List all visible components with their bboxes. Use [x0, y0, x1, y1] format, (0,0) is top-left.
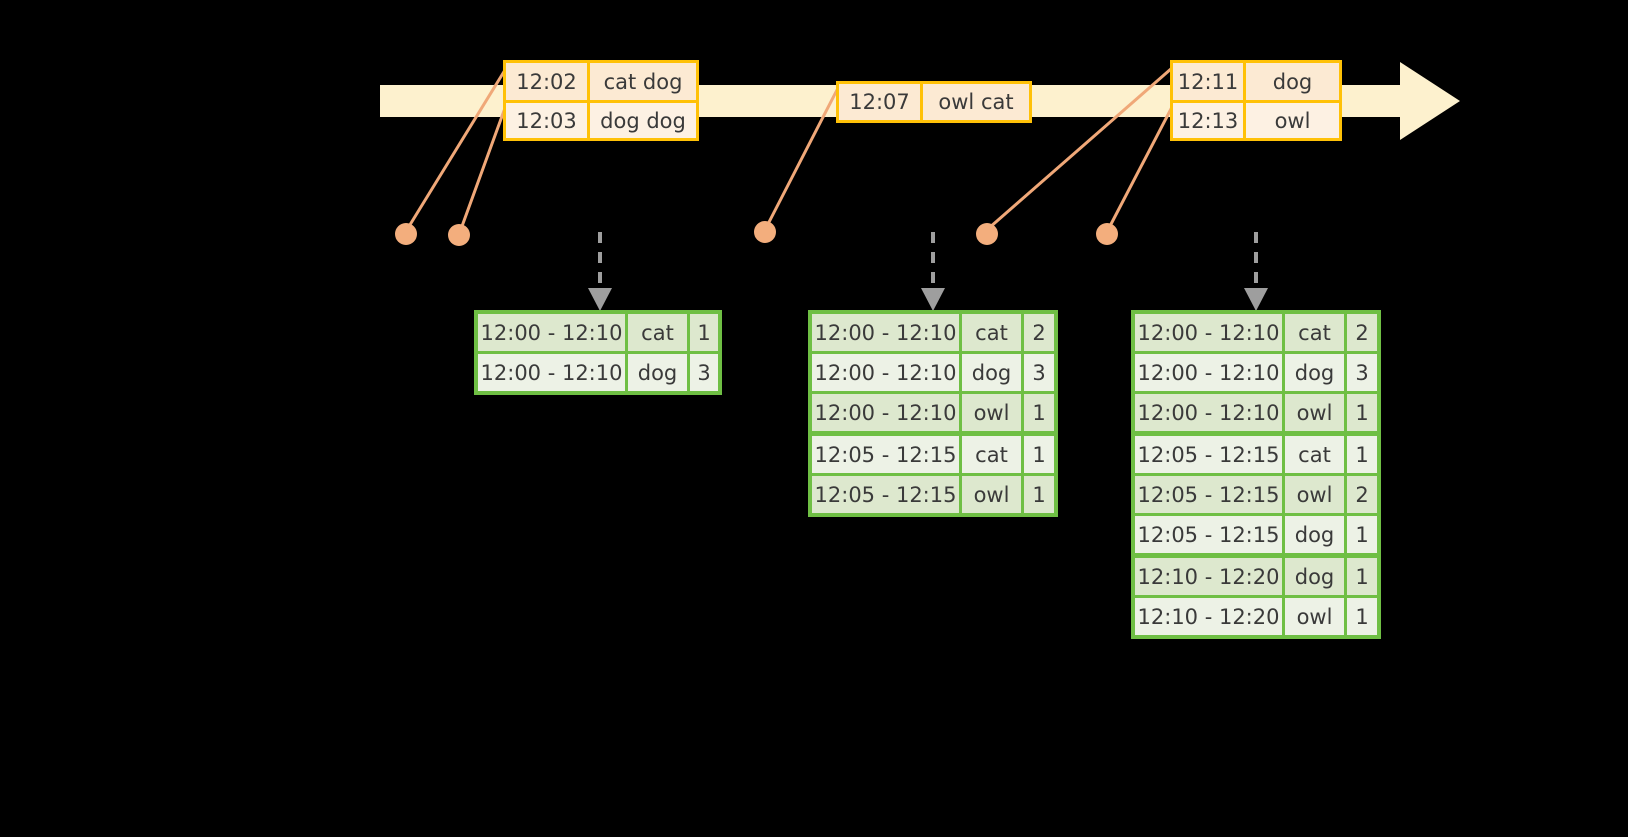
event-words: dog	[1272, 69, 1313, 94]
cell-count: 1	[1344, 436, 1377, 473]
cell-window: 12:05 - 12:15	[1135, 516, 1282, 553]
cell-count: 1	[1344, 598, 1377, 635]
event-box-group-1[interactable]: 12:02 cat dog 12:03 dog dog	[503, 60, 699, 141]
event-words: owl	[1274, 108, 1311, 133]
event-row[interactable]: 12:11 dog	[1173, 63, 1339, 101]
event-words: owl cat	[938, 90, 1014, 114]
event-box-group-2[interactable]: 12:07 owl cat	[836, 81, 1032, 123]
event-dot-1	[395, 223, 417, 245]
cell-window: 12:00 - 12:10	[812, 394, 959, 431]
event-row[interactable]: 12:07 owl cat	[839, 84, 1029, 120]
event-time: 12:11	[1173, 63, 1246, 101]
cell-count: 2	[1344, 314, 1377, 351]
cell-word: dog	[625, 354, 687, 391]
cell-window: 12:05 - 12:15	[812, 476, 959, 513]
connector-line-1	[406, 69, 507, 229]
connector-line-5	[1107, 106, 1174, 229]
cell-word: dog	[1282, 558, 1344, 595]
cell-window: 12:00 - 12:10	[478, 354, 625, 391]
event-box-group-3[interactable]: 12:11 dog 12:13 owl	[1170, 60, 1342, 141]
event-words: dog dog	[600, 108, 686, 133]
cell-window: 12:10 - 12:20	[1135, 598, 1282, 635]
flow-arrow-3	[1244, 232, 1268, 311]
cell-window: 12:00 - 12:10	[1135, 354, 1282, 391]
cell-word: cat	[1282, 436, 1344, 473]
cell-count: 3	[1344, 354, 1377, 391]
connector-line-2	[459, 107, 507, 230]
cell-count: 2	[1344, 476, 1377, 513]
cell-word: owl	[959, 476, 1021, 513]
flow-arrows	[588, 232, 1268, 311]
cell-count: 1	[687, 314, 718, 351]
cell-word: cat	[625, 314, 687, 351]
cell-window: 12:00 - 12:10	[812, 354, 959, 391]
cell-count: 1	[1344, 516, 1377, 553]
cell-window: 12:00 - 12:10	[1135, 314, 1282, 351]
cell-window: 12:10 - 12:20	[1135, 558, 1282, 595]
event-dot-3	[754, 221, 776, 243]
flow-arrow-2	[921, 232, 945, 311]
cell-word: cat	[959, 436, 1021, 473]
cell-word: owl	[1282, 598, 1344, 635]
cell-word: dog	[959, 354, 1021, 391]
event-dot-2	[448, 224, 470, 246]
cell-count: 1	[1021, 476, 1054, 513]
cell-word: owl	[959, 394, 1021, 431]
event-row[interactable]: 12:13 owl	[1173, 100, 1339, 138]
connector-line-3	[765, 87, 840, 227]
cell-count: 1	[1344, 394, 1377, 431]
cell-word: owl	[1282, 476, 1344, 513]
event-words: cat dog	[603, 69, 683, 94]
cell-count: 1	[1021, 436, 1054, 473]
event-time: 12:13	[1173, 103, 1246, 138]
event-time: 12:03	[506, 103, 590, 138]
cell-count: 1	[1021, 394, 1054, 431]
cell-count: 3	[1021, 354, 1054, 391]
cell-window: 12:00 - 12:10	[1135, 394, 1282, 431]
cell-count: 3	[687, 354, 718, 391]
cell-count: 1	[1344, 558, 1377, 595]
cell-word: owl	[1282, 394, 1344, 431]
cell-window: 12:05 - 12:15	[1135, 476, 1282, 513]
cell-window: 12:05 - 12:15	[812, 436, 959, 473]
cell-count: 2	[1021, 314, 1054, 351]
event-row[interactable]: 12:03 dog dog	[506, 100, 696, 138]
event-time: 12:07	[839, 84, 923, 120]
cell-window: 12:00 - 12:10	[478, 314, 625, 351]
event-row[interactable]: 12:02 cat dog	[506, 63, 696, 101]
cell-word: cat	[959, 314, 1021, 351]
cell-window: 12:05 - 12:15	[1135, 436, 1282, 473]
cell-window: 12:00 - 12:10	[812, 314, 959, 351]
event-dot-5	[1096, 223, 1118, 245]
cell-word: dog	[1282, 516, 1344, 553]
cell-word: dog	[1282, 354, 1344, 391]
event-dot-4	[976, 223, 998, 245]
cell-word: cat	[1282, 314, 1344, 351]
flow-arrow-1	[588, 232, 612, 311]
event-time: 12:02	[506, 63, 590, 101]
